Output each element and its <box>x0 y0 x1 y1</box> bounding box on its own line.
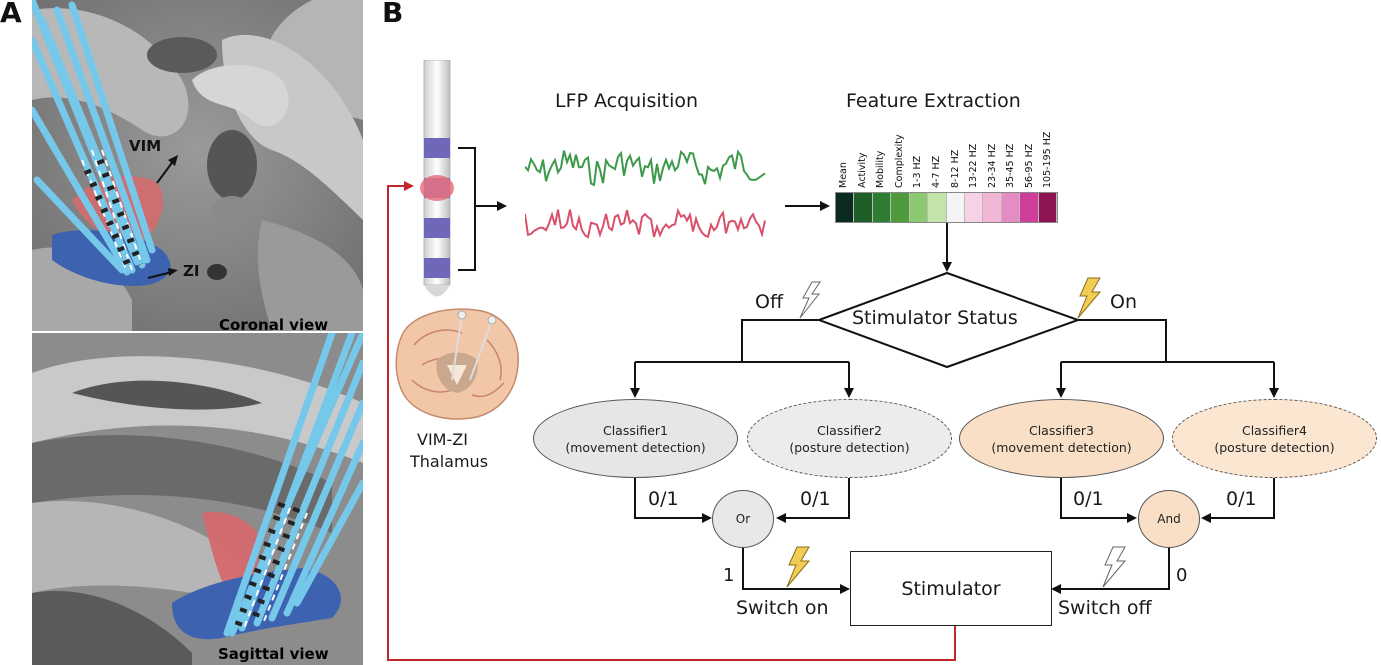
brain-illustration <box>392 305 522 423</box>
coronal-view-label: Coronal view <box>219 316 329 334</box>
feature-cell <box>836 193 855 222</box>
feature-cell <box>872 193 892 222</box>
feature-label: 1-3 HZ <box>912 155 924 188</box>
feature-cell <box>928 193 947 222</box>
panel-b-letter: B <box>382 0 404 29</box>
feature-label: 23-34 HZ <box>986 143 998 188</box>
and-output-label: 0 <box>1176 565 1188 586</box>
decision-label: Stimulator Status <box>852 307 1018 329</box>
switch-on-label: Switch on <box>736 597 829 619</box>
brain-label-line2: Thalamus <box>410 452 489 471</box>
feature-cell <box>983 193 1002 222</box>
classifier-4-desc: (posture detection) <box>1214 439 1335 455</box>
feedback-line <box>387 181 956 661</box>
label-zi: ZI <box>183 262 200 280</box>
stimulator-box: Stimulator <box>850 551 1052 626</box>
on-label: On <box>1110 291 1137 313</box>
or-gate: Or <box>712 490 774 548</box>
feature-label: 105-195 HZ <box>1042 131 1054 188</box>
feature-cell <box>854 193 873 222</box>
label-vim: VIM <box>129 137 162 155</box>
feature-cell <box>891 193 910 222</box>
off-label: Off <box>755 291 784 313</box>
brain-label-line1: VIM-ZI <box>417 430 468 449</box>
electrode-illustration <box>418 59 456 300</box>
classifier-4-output: 0/1 <box>1226 488 1257 510</box>
and-gate: And <box>1138 490 1200 548</box>
feature-cell <box>1038 193 1058 222</box>
classifier-4-node: Classifier4 (posture detection) <box>1172 399 1377 478</box>
classifier-1-name: Classifier1 <box>602 422 668 438</box>
feature-cell <box>909 193 929 222</box>
switch-off-label: Switch off <box>1058 597 1152 619</box>
feature-bar <box>835 192 1058 223</box>
lightning-switch-off-icon <box>1102 546 1127 588</box>
classifier-3-output: 0/1 <box>1073 488 1104 510</box>
feature-label: Mean <box>838 162 849 188</box>
feature-label: 13-22 HZ <box>968 143 980 188</box>
classifier-2-output: 0/1 <box>800 488 831 510</box>
classifier-2-desc: (posture detection) <box>789 439 910 455</box>
lightning-switch-on-icon <box>786 546 811 588</box>
feature-cell <box>1020 193 1039 222</box>
lfp-traces <box>525 149 766 239</box>
sagittal-view-image <box>32 333 363 665</box>
classifier-3-desc: (movement detection) <box>991 439 1132 455</box>
feature-label: Complexity <box>893 134 905 188</box>
classifier-3-node: Classifier3 (movement detection) <box>959 399 1164 478</box>
classifier-1-node: Classifier1 (movement detection) <box>533 399 738 478</box>
classifier-2-name: Classifier2 <box>816 422 882 438</box>
sagittal-view-label: Sagittal view <box>218 645 329 663</box>
classifier-1-output: 0/1 <box>648 488 679 510</box>
or-output-label: 1 <box>723 565 735 586</box>
classifier-4-name: Classifier4 <box>1241 422 1307 438</box>
coronal-view-image <box>32 0 363 331</box>
feature-label: 8-12 HZ <box>949 149 961 188</box>
lfp-red-trace <box>525 207 766 239</box>
classifier-2-node: Classifier2 (posture detection) <box>747 399 952 478</box>
lfp-acquisition-title: LFP Acquisition <box>555 90 699 112</box>
feature-extraction-title: Feature Extraction <box>846 90 1021 112</box>
classifier-3-name: Classifier3 <box>1028 422 1094 438</box>
feature-label: Mobility <box>875 150 887 188</box>
feature-cell <box>1001 193 1021 222</box>
sagittal-mri-illustration <box>32 333 363 665</box>
electrode-bracket <box>458 147 476 271</box>
lightning-off-icon <box>799 281 821 319</box>
feature-cell <box>964 193 984 222</box>
feature-label: 4-7 HZ <box>930 155 942 188</box>
feature-label: 56-95 HZ <box>1023 143 1035 188</box>
feature-cell <box>946 193 965 222</box>
lightning-on-icon <box>1077 277 1102 319</box>
feature-label: Activity <box>856 152 868 188</box>
classifier-1-desc: (movement detection) <box>565 439 706 455</box>
lfp-green-trace <box>525 149 766 187</box>
panel-a-letter: A <box>0 0 22 29</box>
feature-label: 35-45 HZ <box>1005 143 1017 188</box>
coronal-mri-illustration <box>32 0 363 331</box>
